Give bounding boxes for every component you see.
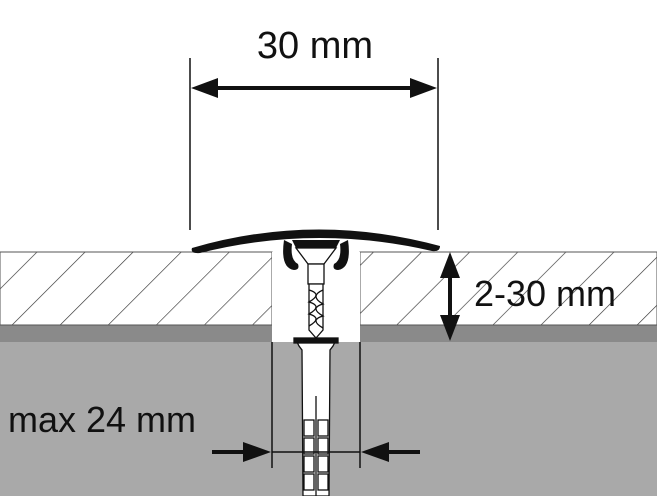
max-gap-label: max 24 mm	[8, 399, 196, 440]
floor-left	[0, 251, 273, 326]
transition-profile	[191, 229, 440, 270]
floor-right	[359, 251, 657, 326]
height-dimension	[440, 252, 460, 341]
wall-plug	[295, 341, 337, 496]
height-range-label: 2-30 mm	[474, 273, 616, 314]
gap-dimension	[212, 342, 420, 468]
underlay-right	[360, 325, 657, 342]
screw	[293, 247, 339, 344]
width-label: 30 mm	[257, 25, 373, 67]
width-dimension	[189, 58, 439, 230]
underlay-left	[0, 325, 272, 342]
